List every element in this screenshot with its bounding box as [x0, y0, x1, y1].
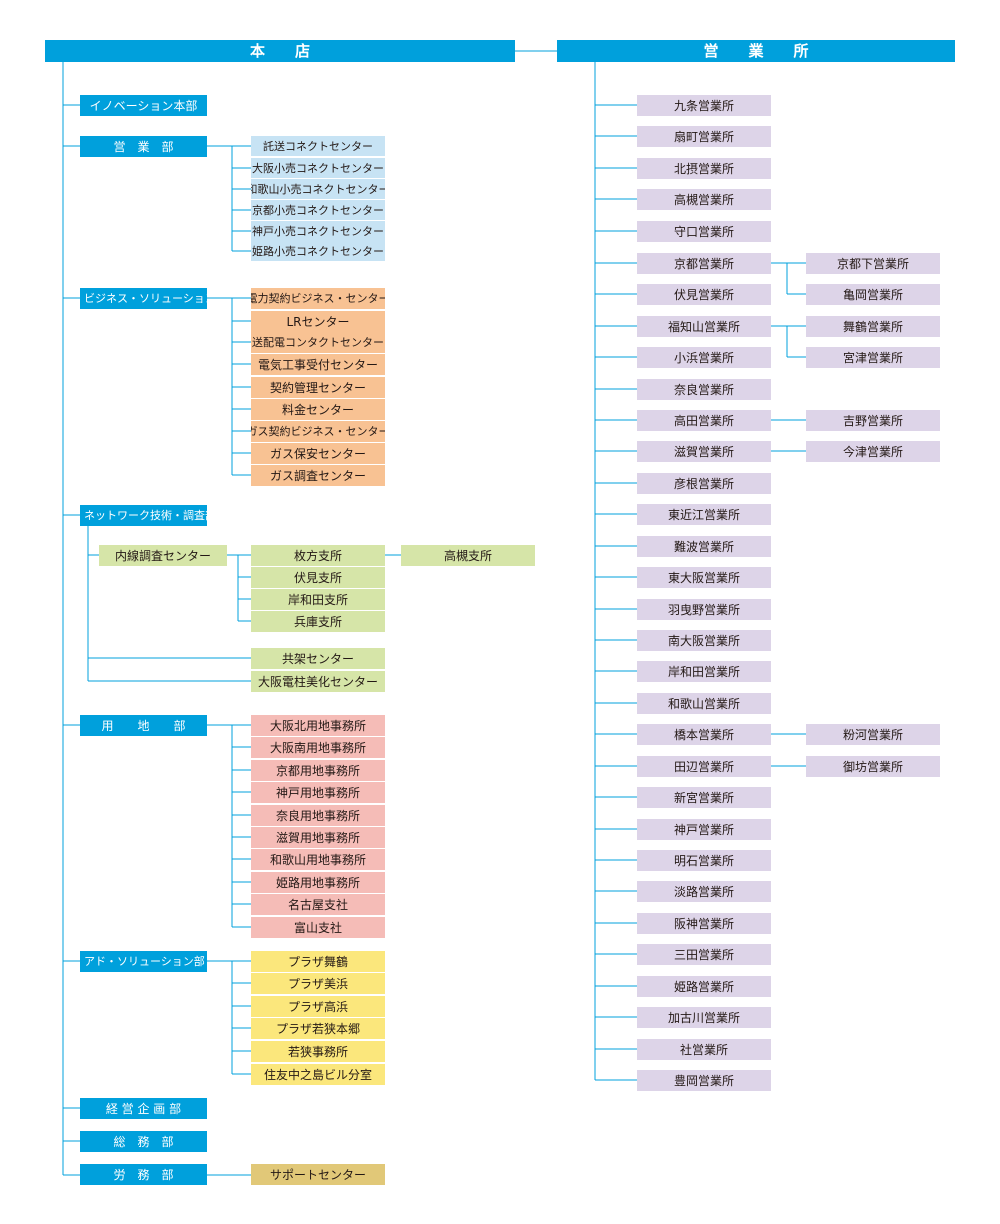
dept-network: ネットワーク技術・調査部: [80, 505, 207, 526]
business-center: ガス調査センター: [251, 465, 385, 486]
sales-office: 高槻営業所: [637, 189, 771, 210]
sales-office: 田辺営業所: [637, 756, 771, 777]
sub-sales-office: 京都下営業所: [806, 253, 940, 274]
dept-management-planning: 経 営 企 画 部: [80, 1098, 207, 1119]
headquarters-header: 本 店: [45, 40, 515, 62]
dept-innovation: イノベーション本部: [80, 95, 207, 116]
plaza-office: プラザ若狭本郷: [251, 1018, 385, 1039]
sales-office: 社営業所: [637, 1039, 771, 1060]
network-center: 大阪電柱美化センター: [251, 671, 385, 692]
sales-office: 小浜営業所: [637, 347, 771, 368]
sales-office: 南大阪営業所: [637, 630, 771, 651]
sales-center: 和歌山小売コネクトセンター: [251, 179, 385, 199]
sales-office: 阪神営業所: [637, 913, 771, 934]
business-center: 契約管理センター: [251, 377, 385, 398]
dept-sales: 営 業 部: [80, 136, 207, 157]
sales-center: 託送コネクトセンター: [251, 136, 385, 156]
plaza-office: プラザ高浜: [251, 996, 385, 1017]
sub-sales-office: 亀岡営業所: [806, 284, 940, 305]
land-office: 名古屋支社: [251, 894, 385, 915]
business-center: ガス保安センター: [251, 443, 385, 464]
business-center: ガス契約ビジネス・センター: [251, 421, 385, 442]
sales-office: 守口営業所: [637, 221, 771, 242]
sales-office: 彦根営業所: [637, 473, 771, 494]
land-office: 大阪北用地事務所: [251, 715, 385, 736]
network-branch: 伏見支所: [251, 567, 385, 588]
business-center: 送配電コンタクトセンター: [251, 332, 385, 353]
plaza-office: 若狭事務所: [251, 1041, 385, 1062]
sales-office: 和歌山営業所: [637, 693, 771, 714]
dept-general-affairs: 総 務 部: [80, 1131, 207, 1152]
sales-center: 神戸小売コネクトセンター: [251, 221, 385, 241]
sales-office: 難波営業所: [637, 536, 771, 557]
business-center: 電気工事受付センター: [251, 354, 385, 375]
land-office: 奈良用地事務所: [251, 805, 385, 826]
sales-office: 扇町営業所: [637, 126, 771, 147]
dept-ad-solution: アド・ソリューション部: [80, 951, 207, 972]
dept-labor: 労 務 部: [80, 1164, 207, 1185]
sub-sales-office: 今津営業所: [806, 441, 940, 462]
business-center: 料金センター: [251, 399, 385, 420]
sales-office: 新宮営業所: [637, 787, 771, 808]
sub-sales-office: 舞鶴営業所: [806, 316, 940, 337]
sales-office: 東近江営業所: [637, 504, 771, 525]
sales-office: 加古川営業所: [637, 1007, 771, 1028]
sales-office: 京都営業所: [637, 253, 771, 274]
network-branch: 兵庫支所: [251, 611, 385, 632]
land-office: 神戸用地事務所: [251, 782, 385, 803]
support-center: サポートセンター: [251, 1164, 385, 1185]
sales-office: 東大阪営業所: [637, 567, 771, 588]
plaza-office: 住友中之島ビル分室: [251, 1064, 385, 1085]
sales-center: 京都小売コネクトセンター: [251, 200, 385, 220]
sales-office: 神戸営業所: [637, 819, 771, 840]
network-branch: 岸和田支所: [251, 589, 385, 610]
sales-office: 淡路営業所: [637, 881, 771, 902]
sales-office: 三田営業所: [637, 944, 771, 965]
sales-office: 豊岡営業所: [637, 1070, 771, 1091]
sub-sales-office: 粉河営業所: [806, 724, 940, 745]
plaza-office: プラザ美浜: [251, 973, 385, 994]
land-office: 滋賀用地事務所: [251, 827, 385, 848]
land-office: 京都用地事務所: [251, 760, 385, 781]
network-sub-branch: 高槻支所: [401, 545, 535, 566]
sales-office: 明石営業所: [637, 850, 771, 871]
sales-office: 岸和田営業所: [637, 661, 771, 682]
sub-sales-office: 御坊営業所: [806, 756, 940, 777]
business-center: LRセンター: [251, 311, 385, 332]
sub-sales-office: 宮津営業所: [806, 347, 940, 368]
land-office: 和歌山用地事務所: [251, 849, 385, 870]
network-center: 共架センター: [251, 648, 385, 669]
dept-business-solution: ビジネス・ソリューション部: [80, 288, 207, 309]
sales-center: 大阪小売コネクトセンター: [251, 158, 385, 178]
sales-office: 高田営業所: [637, 410, 771, 431]
plaza-office: プラザ舞鶴: [251, 951, 385, 972]
sales-office: 福知山営業所: [637, 316, 771, 337]
sales-office: 伏見営業所: [637, 284, 771, 305]
sales-office: 橋本営業所: [637, 724, 771, 745]
sub-sales-office: 吉野営業所: [806, 410, 940, 431]
sales-office: 北摂営業所: [637, 158, 771, 179]
land-office: 姫路用地事務所: [251, 872, 385, 893]
sales-office: 滋賀営業所: [637, 441, 771, 462]
land-office: 富山支社: [251, 917, 385, 938]
network-branch: 枚方支所: [251, 545, 385, 566]
sales-office: 奈良営業所: [637, 379, 771, 400]
sales-office: 姫路営業所: [637, 976, 771, 997]
business-center: 電力契約ビジネス・センター: [251, 288, 385, 309]
inner-survey-center: 内線調査センター: [99, 545, 227, 566]
sales-center: 姫路小売コネクトセンター: [251, 241, 385, 261]
sales-office: 羽曳野営業所: [637, 599, 771, 620]
sales-offices-header: 営 業 所: [557, 40, 955, 62]
dept-land: 用 地 部: [80, 715, 207, 736]
sales-office: 九条営業所: [637, 95, 771, 116]
land-office: 大阪南用地事務所: [251, 737, 385, 758]
